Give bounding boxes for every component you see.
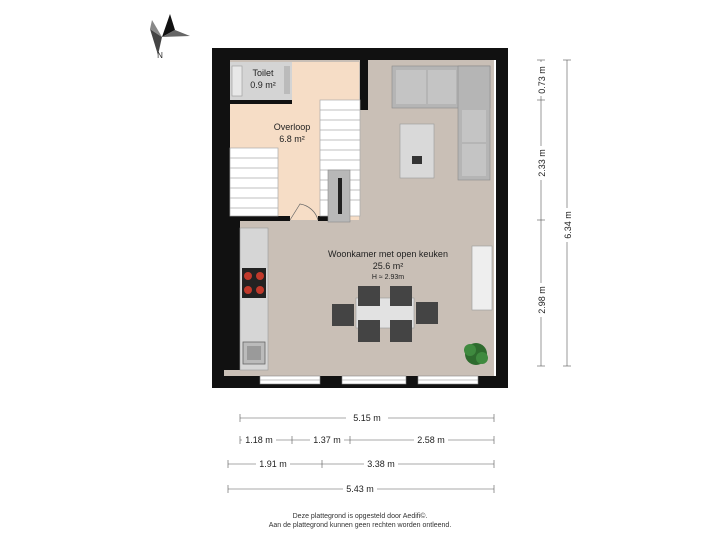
compass-north-label: N [157, 51, 163, 60]
toilet-area: 0.9 m² [250, 80, 276, 90]
dim-right-seg-3: 2.98 m [537, 286, 547, 314]
dim-bottom-seg-3: 2.58 m [417, 435, 445, 445]
compass-icon: N [150, 14, 190, 60]
toilet-icon [231, 65, 290, 97]
right-dimension-labels: 0.73 m 2.33 m 2.98 m 6.34 m [535, 62, 573, 317]
dim-right-seg-2: 2.33 m [537, 149, 547, 177]
living-height: H ≈ 2.93m [372, 274, 404, 281]
dim-bottom-seg-4: 1.91 m [259, 459, 287, 469]
dim-bottom-width: 5.15 m [353, 413, 381, 423]
dim-bottom-seg-1: 1.18 m [245, 435, 273, 445]
living-name: Woonkamer met open keuken [328, 249, 448, 259]
dim-bottom-seg-5: 3.38 m [367, 459, 395, 469]
stairs-lower [229, 147, 279, 217]
plant-icon [464, 343, 488, 365]
tv-unit-icon [327, 169, 351, 223]
bottom-dimension-labels: 5.15 m 1.18 m 1.37 m 2.58 m 1.91 m 3.38 … [242, 412, 448, 495]
door-icon [289, 203, 319, 221]
sideboard-icon [471, 245, 493, 311]
living-area: 25.6 m² [373, 261, 404, 271]
dim-bottom-total: 5.43 m [346, 484, 374, 494]
windows [259, 375, 479, 385]
toilet-name: Toilet [252, 68, 274, 78]
landing-area: 6.8 m² [279, 134, 305, 144]
footer-line-1: Deze plattegrond is opgesteld door Aedif… [292, 513, 428, 520]
footer-line-2: Aan de plattegrond kunnen geen rechten w… [268, 522, 452, 529]
landing-name: Overloop [274, 122, 311, 132]
walls [212, 48, 508, 388]
dim-right-seg-1: 0.73 m [537, 66, 547, 94]
dim-bottom-seg-2: 1.37 m [313, 435, 341, 445]
coffee-table-icon [399, 123, 435, 179]
sofa-icon [391, 65, 491, 181]
dim-right-total: 6.34 m [563, 211, 573, 239]
sink-icon [242, 341, 266, 365]
bottom-dimension-lines [227, 414, 495, 493]
dining-chair-icon [332, 286, 438, 342]
stove-icon [242, 268, 266, 298]
